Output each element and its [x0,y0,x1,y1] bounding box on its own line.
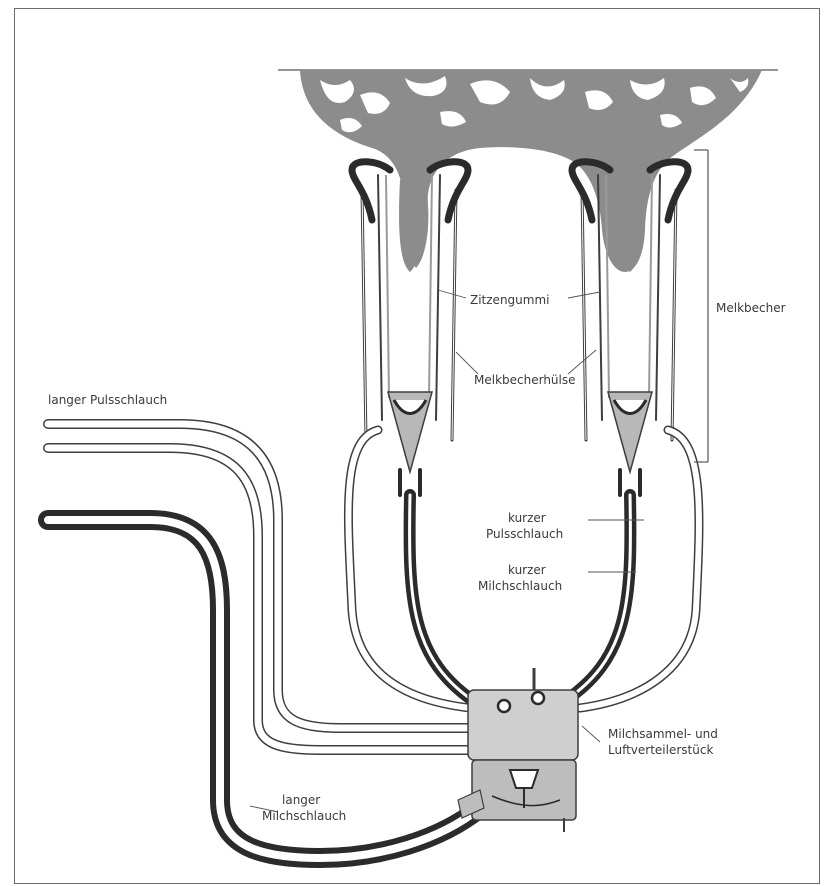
long-pulse-hoses [48,424,532,750]
label-kurzer-milch-1: kurzer [508,563,546,577]
claw-collector [458,668,578,832]
label-langer-milch-1: langer [282,793,320,807]
label-zitzengummi: Zitzengummi [470,293,549,307]
label-sammel-1: Milchsammel- und [608,727,718,741]
left-milking-cup [352,162,468,495]
right-milking-cup [572,162,688,495]
label-langer-pulsschlauch: langer Pulsschlauch [48,393,167,407]
label-langer-milch-2: Milchschlauch [262,809,346,823]
label-kurzer-milch-2: Milchschlauch [478,579,562,593]
label-melkbecher: Melkbecher [716,301,786,315]
label-sammel-2: Luftverteilerstück [608,743,713,757]
label-melkbecherhuelse: Melkbecherhülse [474,373,576,387]
melkbecher-bracket [694,150,708,462]
label-kurzer-puls-1: kurzer [508,511,546,525]
label-kurzer-puls-2: Pulsschlauch [486,527,563,541]
labels: langer Pulsschlauch Zitzengummi Melkbech… [48,293,786,823]
